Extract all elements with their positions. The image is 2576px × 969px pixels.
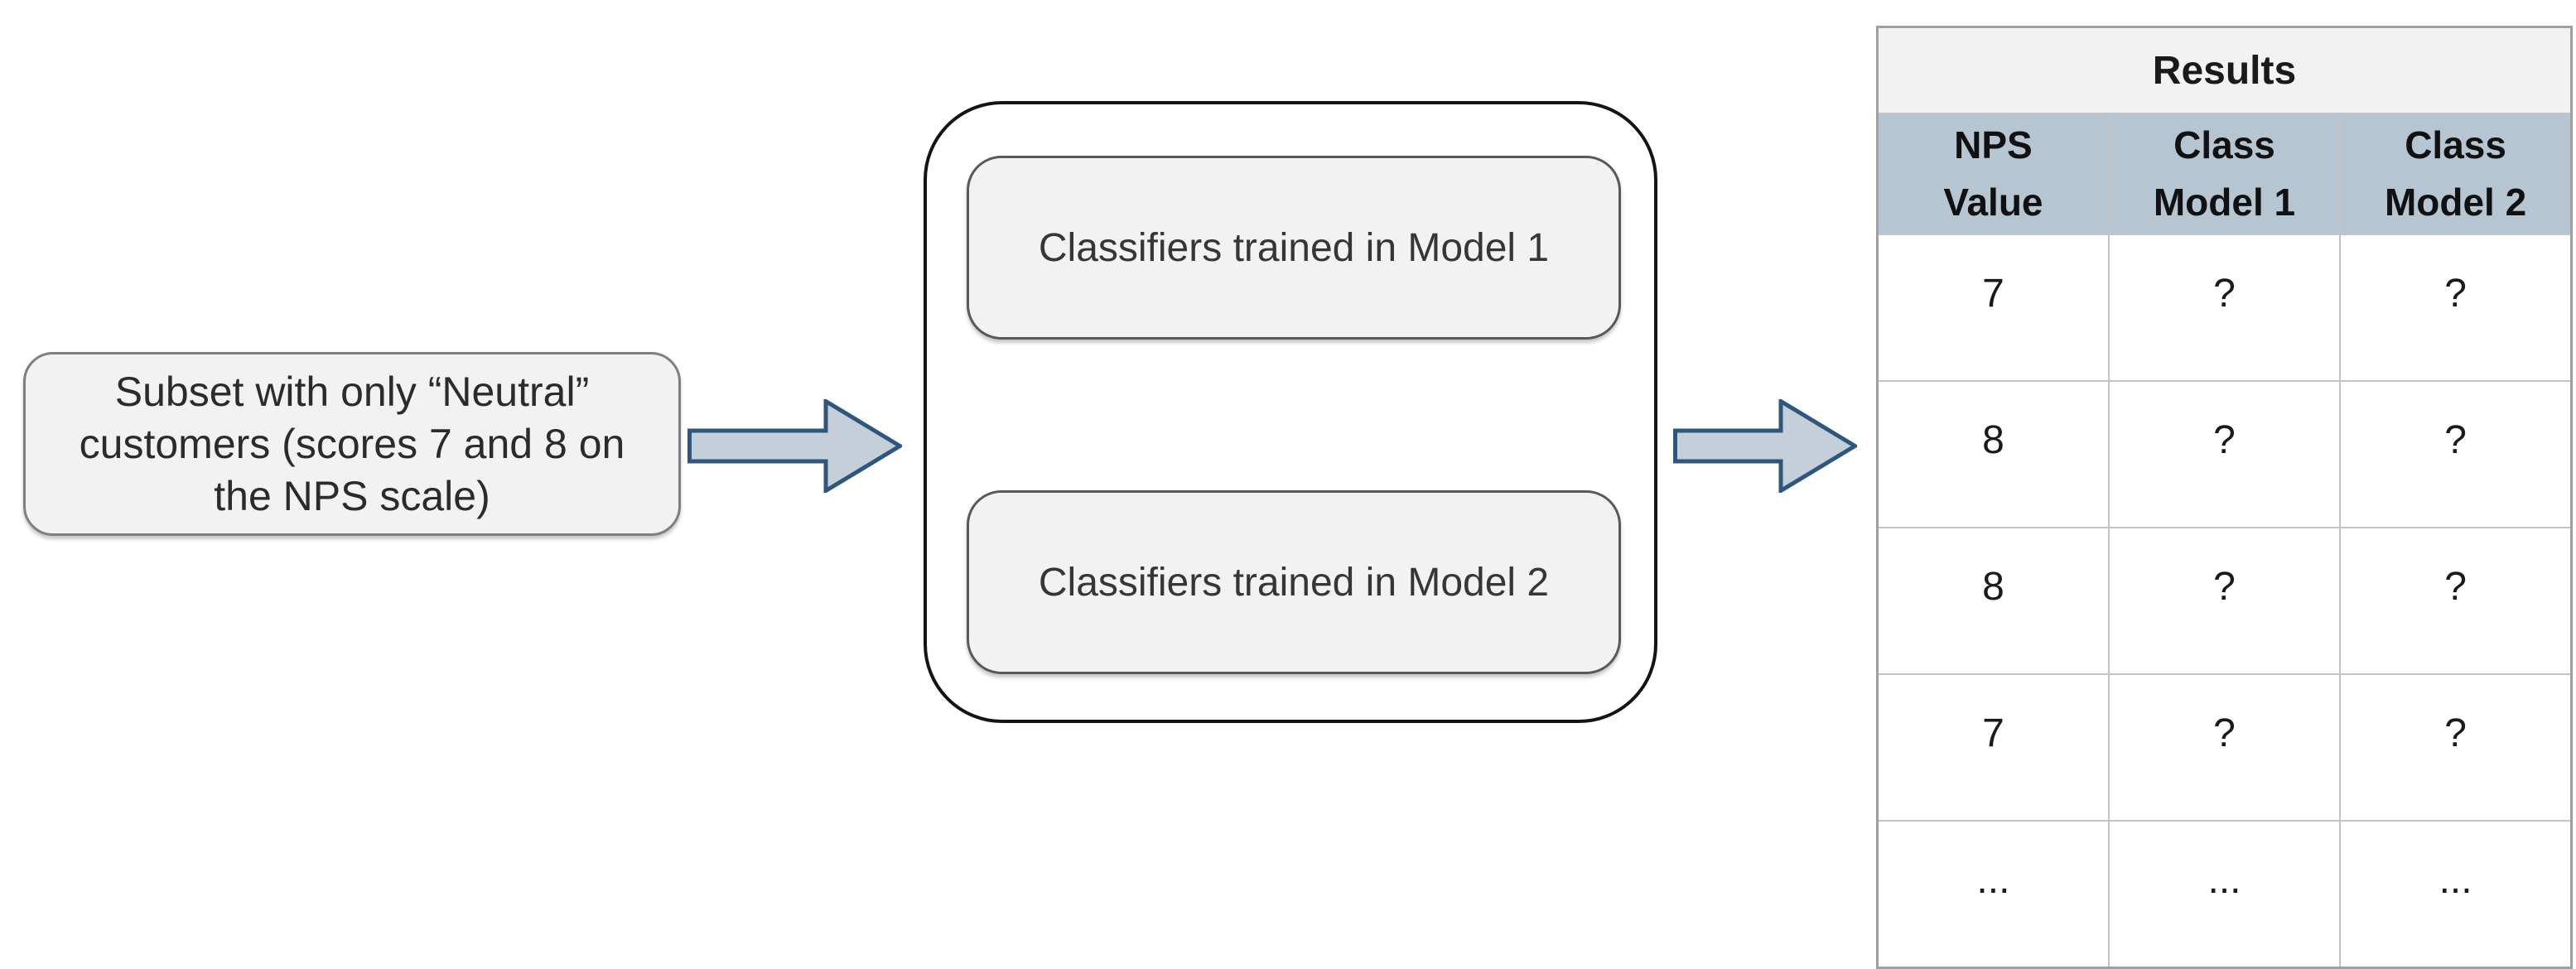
column-header-nps-value: NPS Value xyxy=(1876,113,2110,235)
results-table-title: Results xyxy=(1876,26,2573,114)
cell-nps-value: 7 xyxy=(1876,673,2110,822)
flow-diagram: Subset with only “Neutral” customers (sc… xyxy=(23,26,2573,969)
cell-class-model-2: ? xyxy=(2339,673,2573,822)
models-container: Classifiers trained in Model 1 Classifie… xyxy=(924,101,1657,723)
results-title-row: Results xyxy=(1876,26,2573,114)
cell-nps-value: 7 xyxy=(1876,234,2110,382)
cell-class-model-1: ... xyxy=(2107,820,2342,969)
model-2-label: Classifiers trained in Model 2 xyxy=(1038,560,1550,605)
cell-class-model-1: ? xyxy=(2107,527,2342,675)
right-arrow-shape xyxy=(687,399,902,493)
subset-box-label: Subset with only “Neutral” customers (sc… xyxy=(79,368,625,519)
column-header-class-model-1: Class Model 1 xyxy=(2107,113,2342,235)
table-row: 8 ? ? xyxy=(1876,527,2573,675)
right-arrow-icon xyxy=(1673,399,1857,493)
cell-nps-value: 8 xyxy=(1876,527,2110,675)
table-row: 8 ? ? xyxy=(1876,380,2573,528)
results-header-row: NPS Value Class Model 1 Class Model 2 xyxy=(1876,113,2573,235)
cell-nps-value: 8 xyxy=(1876,380,2110,528)
table-row: 7 ? ? xyxy=(1876,234,2573,382)
cell-class-model-2: ... xyxy=(2339,820,2573,969)
cell-class-model-2: ? xyxy=(2339,380,2573,528)
model-1-box: Classifiers trained in Model 1 xyxy=(967,156,1621,340)
right-arrow-icon xyxy=(687,399,902,493)
cell-class-model-1: ? xyxy=(2107,673,2342,822)
subset-box: Subset with only “Neutral” customers (sc… xyxy=(23,352,681,536)
model-2-box: Classifiers trained in Model 2 xyxy=(967,490,1621,674)
cell-class-model-1: ? xyxy=(2107,380,2342,528)
table-row: 7 ? ? xyxy=(1876,673,2573,822)
model-1-label: Classifiers trained in Model 1 xyxy=(1038,225,1550,270)
table-row: ... ... ... xyxy=(1876,820,2573,969)
cell-class-model-2: ? xyxy=(2339,234,2573,382)
column-header-class-model-2: Class Model 2 xyxy=(2339,113,2573,235)
cell-class-model-1: ? xyxy=(2107,234,2342,382)
cell-nps-value: ... xyxy=(1876,820,2110,969)
right-arrow-shape xyxy=(1673,399,1857,493)
cell-class-model-2: ? xyxy=(2339,527,2573,675)
results-table: Results NPS Value Class Model 1 Class Mo… xyxy=(1876,26,2573,969)
